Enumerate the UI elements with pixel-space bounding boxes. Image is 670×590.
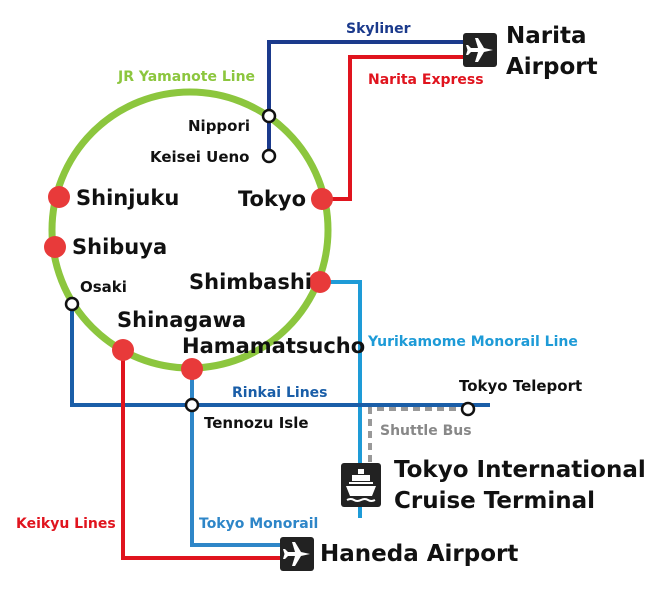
station-hamamatsucho-label: Hamamatsucho	[182, 334, 365, 358]
narita-airplane-icon	[463, 33, 497, 67]
station-tennozu-isle-marker	[184, 397, 200, 413]
narita-express-route	[322, 55, 463, 201]
rinkai-label: Rinkai Lines	[232, 385, 328, 401]
narita-airport-label-line2: Airport	[506, 54, 598, 80]
yamanote-label: JR Yamanote Line	[117, 69, 255, 85]
narita-express-label: Narita Express	[368, 72, 484, 88]
station-tokyo-marker	[311, 188, 333, 210]
skyliner-label: Skyliner	[346, 21, 411, 37]
haneda-airport-label: Haneda Airport	[320, 541, 518, 567]
keikyu-label: Keikyu Lines	[16, 516, 116, 532]
yurikamome-route	[320, 280, 362, 518]
station-osaki-marker	[64, 296, 80, 312]
shuttle-bus-label: Shuttle Bus	[380, 423, 472, 439]
station-tokyo-label: Tokyo	[238, 187, 306, 211]
station-tokyo-teleport-marker	[460, 401, 476, 417]
cruise-terminal-label-line2: Cruise Terminal	[394, 488, 595, 514]
station-tennozu-isle-label: Tennozu Isle	[204, 414, 309, 432]
station-shinjuku-marker	[48, 186, 70, 208]
station-shimbashi-label: Shimbashi	[189, 270, 312, 294]
keikyu-route	[121, 350, 280, 560]
shuttle-bus-route	[368, 407, 468, 462]
station-shimbashi-marker	[309, 271, 331, 293]
skyliner-route	[267, 40, 463, 115]
station-keisei-ueno-label: Keisei Ueno	[150, 148, 249, 166]
station-hamamatsucho-marker	[181, 358, 203, 380]
station-osaki-label: Osaki	[80, 278, 127, 296]
rinkai-route	[70, 304, 490, 407]
station-shinagawa-marker	[112, 339, 134, 361]
station-keisei-ueno-marker	[261, 148, 277, 164]
station-shinagawa-label: Shinagawa	[117, 308, 246, 332]
station-nippori-label: Nippori	[188, 117, 250, 135]
cruise-ship-icon	[341, 463, 381, 507]
tokyo-monorail-route	[190, 369, 280, 547]
cruise-terminal-label-line1: Tokyo International	[394, 457, 646, 483]
narita-airport-label-line1: Narita	[506, 23, 587, 49]
haneda-airplane-icon	[280, 537, 314, 571]
station-nippori-marker	[261, 108, 277, 124]
station-shinjuku-label: Shinjuku	[76, 186, 179, 210]
station-tokyo-teleport-label: Tokyo Teleport	[459, 377, 582, 395]
station-shibuya-label: Shibuya	[72, 235, 167, 259]
yurikamome-label: Yurikamome Monorail Line	[367, 334, 578, 350]
station-shibuya-marker	[44, 236, 66, 258]
tokyo-monorail-label: Tokyo Monorail	[199, 516, 318, 532]
